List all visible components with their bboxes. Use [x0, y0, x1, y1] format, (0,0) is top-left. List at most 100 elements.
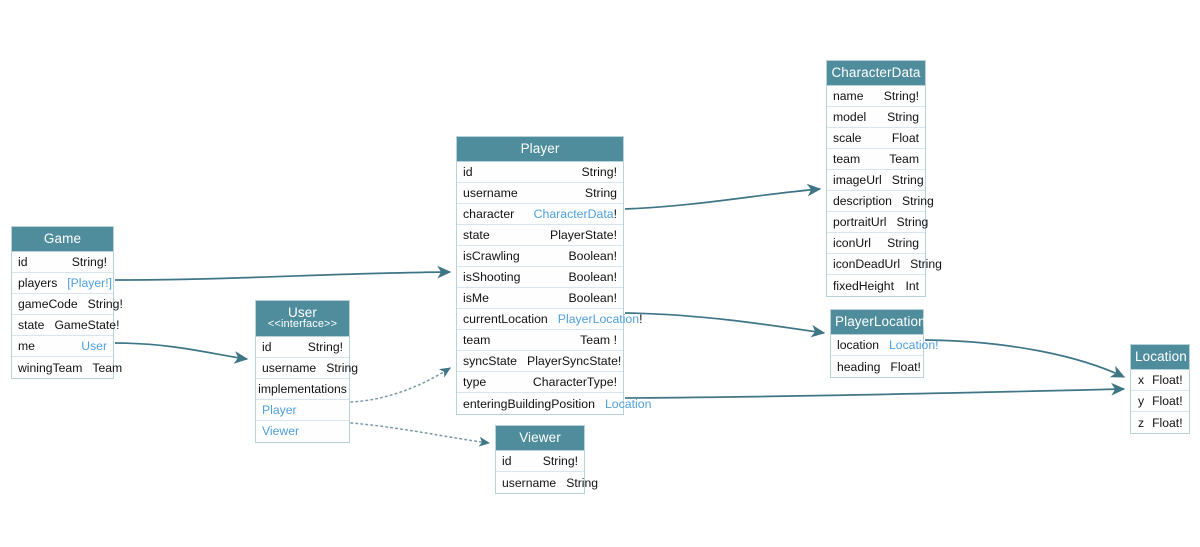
- field-type-nonnull: !: [613, 207, 617, 222]
- field-player-type[interactable]: type CharacterType!: [457, 372, 623, 394]
- field-player-isshooting[interactable]: isShooting Boolean!: [457, 267, 623, 289]
- field-type: PlayerState!: [550, 228, 617, 243]
- field-game-me[interactable]: me User: [12, 336, 113, 358]
- field-player-enteringbuildingposition[interactable]: enteringBuildingPosition Location: [457, 393, 651, 415]
- field-name: players: [18, 276, 58, 291]
- field-type: Float!: [1152, 415, 1183, 430]
- field-player-currentlocation[interactable]: currentLocation PlayerLocation!: [457, 309, 643, 331]
- field-type[interactable]: [Player!]: [67, 276, 113, 291]
- field-type: String: [901, 194, 934, 209]
- field-name: name: [833, 89, 864, 104]
- user-implementations-label: implementations: [256, 378, 349, 400]
- edge-user-implements-player: [350, 367, 451, 403]
- field-type: String: [887, 236, 919, 251]
- entity-playerlocation-header: PlayerLocation: [831, 310, 926, 336]
- field-type[interactable]: User: [81, 339, 107, 354]
- entity-user-header: User <<interface>>: [256, 301, 349, 337]
- field-name: enteringBuildingPosition: [463, 396, 595, 411]
- entity-location-title: Location: [1135, 349, 1187, 364]
- entity-characterdata-title: CharacterData: [831, 65, 921, 80]
- entity-game-title: Game: [43, 231, 82, 246]
- entity-playerlocation-title: PlayerLocation: [835, 314, 926, 329]
- field-name: z: [1138, 415, 1145, 430]
- field-name: username: [502, 475, 557, 490]
- field-characterdata-iconurl[interactable]: iconUrl String: [827, 233, 925, 255]
- field-name: username: [262, 360, 317, 375]
- entity-playerlocation[interactable]: PlayerLocation location Location! headin…: [830, 309, 938, 379]
- field-player-state[interactable]: state PlayerState!: [457, 225, 623, 247]
- field-type: String: [584, 186, 617, 201]
- field-characterdata-model[interactable]: model String: [827, 107, 925, 129]
- field-type[interactable]: PlayerLocation!: [558, 312, 643, 326]
- field-type[interactable]: Location!: [889, 338, 939, 353]
- field-playerlocation-location[interactable]: location Location!: [831, 335, 938, 357]
- field-player-username[interactable]: username String: [457, 183, 623, 205]
- implementation-name[interactable]: Viewer: [262, 424, 300, 439]
- user-implementation-player[interactable]: Player: [256, 399, 349, 421]
- field-name: location: [837, 338, 880, 353]
- field-characterdata-fixedheight[interactable]: fixedHeight Int: [827, 275, 925, 297]
- field-name: gameCode: [18, 297, 78, 312]
- field-type[interactable]: CharacterData!: [534, 207, 617, 221]
- entity-game[interactable]: Game id String! players [Player!] gameCo…: [11, 226, 123, 380]
- field-characterdata-icondeadurl[interactable]: iconDeadUrl String: [827, 254, 942, 276]
- field-game-state[interactable]: state GameState!: [12, 315, 119, 337]
- field-viewer-username[interactable]: username String: [496, 472, 598, 494]
- field-game-id[interactable]: id String!: [12, 252, 113, 274]
- entity-player[interactable]: Player id String! username String charac…: [456, 136, 651, 416]
- field-type: String: [891, 173, 924, 188]
- field-type-link[interactable]: PlayerLocation: [557, 312, 640, 327]
- entity-user[interactable]: User <<interface>> id String! username S…: [255, 300, 358, 443]
- field-player-character[interactable]: character CharacterData!: [457, 204, 623, 226]
- field-characterdata-name[interactable]: name String!: [827, 86, 925, 108]
- field-type: Float!: [890, 359, 921, 374]
- entity-viewer[interactable]: Viewer id String! username String: [495, 425, 598, 495]
- field-type: Int: [905, 278, 919, 293]
- entity-location[interactable]: Location x Float! y Float! z Float!: [1130, 344, 1190, 435]
- field-player-id[interactable]: id String!: [457, 162, 623, 184]
- field-characterdata-portraiturl[interactable]: portraitUrl String: [827, 212, 928, 234]
- field-type: Boolean!: [568, 249, 617, 264]
- field-location-y[interactable]: y Float!: [1131, 391, 1189, 413]
- field-viewer-id[interactable]: id String!: [496, 451, 584, 473]
- field-player-isme[interactable]: isMe Boolean!: [457, 288, 623, 310]
- field-type[interactable]: Location: [604, 396, 652, 411]
- entity-location-header: Location: [1131, 345, 1189, 371]
- field-user-username[interactable]: username String: [256, 357, 358, 379]
- field-name: state: [18, 318, 45, 333]
- field-characterdata-team[interactable]: team Team: [827, 149, 925, 171]
- entity-characterdata[interactable]: CharacterData name String! model String …: [826, 60, 942, 298]
- field-player-syncstate[interactable]: syncState PlayerSyncState!: [457, 351, 623, 373]
- field-type: PlayerSyncState!: [527, 354, 622, 369]
- field-player-iscrawling[interactable]: isCrawling Boolean!: [457, 246, 623, 268]
- entity-game-header: Game: [12, 227, 113, 253]
- field-name: type: [463, 375, 487, 390]
- edge-user-implements-viewer: [350, 422, 490, 447]
- entity-player-title: Player: [520, 141, 560, 156]
- field-name: currentLocation: [463, 312, 548, 327]
- field-playerlocation-heading[interactable]: heading Float!: [831, 356, 923, 378]
- field-user-id[interactable]: id String!: [256, 336, 349, 358]
- field-location-z[interactable]: z Float!: [1131, 412, 1189, 434]
- entity-viewer-header: Viewer: [496, 426, 584, 452]
- field-game-gamecode[interactable]: gameCode String!: [12, 294, 123, 316]
- implementation-name[interactable]: Player: [262, 402, 297, 417]
- field-name: x: [1138, 373, 1145, 388]
- field-game-winingteam[interactable]: winingTeam Team: [12, 357, 122, 379]
- field-location-x[interactable]: x Float!: [1131, 370, 1189, 392]
- field-type: String!: [71, 255, 107, 270]
- field-name: username: [463, 186, 518, 201]
- field-type: Float: [891, 131, 919, 146]
- field-name: y: [1138, 394, 1145, 409]
- user-implementation-viewer[interactable]: Viewer: [256, 420, 349, 442]
- field-characterdata-description[interactable]: description String: [827, 191, 934, 213]
- entity-user-title: User: [288, 305, 317, 320]
- field-type-link[interactable]: CharacterData: [533, 207, 614, 222]
- field-type: String: [566, 475, 599, 490]
- field-characterdata-imageurl[interactable]: imageUrl String: [827, 170, 925, 192]
- field-player-team[interactable]: team Team !: [457, 330, 623, 352]
- field-characterdata-scale[interactable]: scale Float: [827, 128, 925, 150]
- field-game-players[interactable]: players [Player!]: [12, 273, 113, 295]
- entity-characterdata-header: CharacterData: [827, 61, 925, 87]
- edge-player-currentlocation-to-playerlocation: [624, 312, 826, 338]
